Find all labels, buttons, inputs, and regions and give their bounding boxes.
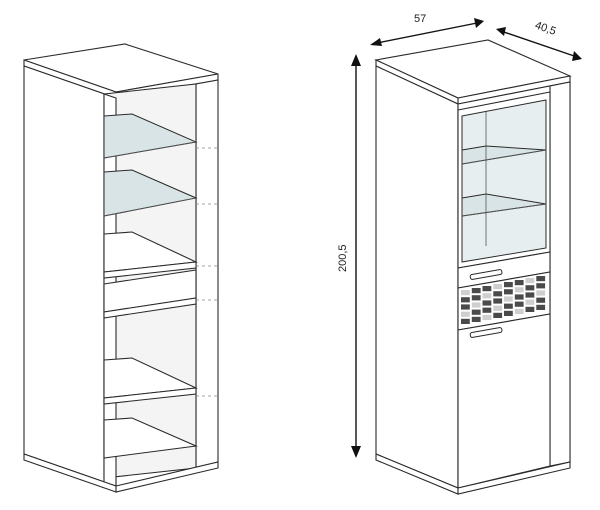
grid-cell	[482, 314, 492, 320]
grid-cell	[504, 289, 513, 295]
grid-cell	[504, 303, 513, 309]
width-dimension: 57	[370, 13, 484, 46]
open-cabinet-plinth-side	[115, 461, 219, 493]
grid-cell	[482, 300, 492, 306]
grid-cell	[461, 304, 470, 310]
grid-cell	[482, 293, 492, 299]
grid-cell	[493, 312, 503, 318]
grid-cell	[504, 296, 513, 302]
closed-cabinet-view	[374, 39, 572, 495]
grid-cell	[514, 308, 524, 314]
grid-cell	[493, 284, 503, 290]
grid-cell	[504, 310, 513, 316]
closed-cabinet-plinth-front	[457, 461, 571, 495]
lower-door-handle	[469, 327, 503, 338]
grid-cell	[536, 304, 546, 310]
height-dimension: 200,5	[337, 54, 361, 458]
grid-cell	[536, 297, 546, 303]
grid-cell	[525, 285, 535, 291]
grid-cell	[536, 276, 546, 282]
grid-cell	[514, 280, 524, 286]
grid-cell	[471, 295, 481, 301]
open-cabinet-view	[23, 43, 219, 493]
grid-cell	[525, 306, 535, 312]
closed-cabinet-left-side	[375, 65, 459, 489]
grid-cell	[514, 301, 524, 307]
grid-cell	[525, 292, 535, 298]
grid-cell	[493, 291, 503, 297]
drawer-handle	[469, 269, 503, 280]
grid-cell	[536, 290, 546, 296]
grid-cell	[471, 302, 481, 308]
grid-cell	[514, 294, 524, 300]
height-label: 200,5	[337, 244, 349, 272]
grid-cell	[471, 316, 481, 322]
grid-cell	[471, 288, 481, 294]
drawer-front-edge	[103, 297, 197, 319]
closed-cabinet-stile	[549, 81, 571, 467]
bottom-shelf	[103, 417, 199, 459]
grid-cell	[514, 287, 524, 293]
decorative-grid-panel	[457, 271, 551, 331]
grid-cell	[493, 298, 503, 304]
grid-cell	[461, 297, 470, 303]
lower-door	[457, 313, 551, 489]
shelf-4-edge	[103, 387, 197, 405]
grid-cell	[482, 286, 492, 292]
grid-cell	[461, 290, 470, 296]
grid-cell	[461, 311, 470, 317]
shelf-3-edge	[103, 261, 197, 279]
width-label: 57	[414, 13, 426, 25]
open-cabinet-left-side	[23, 65, 117, 487]
grid-cell	[504, 282, 513, 288]
grid-cell	[525, 278, 535, 284]
grid-cell	[525, 299, 535, 305]
glass-door-pane	[461, 99, 547, 263]
open-cabinet-right-side	[195, 79, 219, 469]
grid-cell	[536, 283, 546, 289]
grid-cell	[461, 318, 470, 324]
grid-cell	[482, 307, 492, 313]
depth-label: 40,5	[533, 20, 557, 38]
grid-cell	[471, 309, 481, 315]
grid-cell	[493, 305, 503, 311]
